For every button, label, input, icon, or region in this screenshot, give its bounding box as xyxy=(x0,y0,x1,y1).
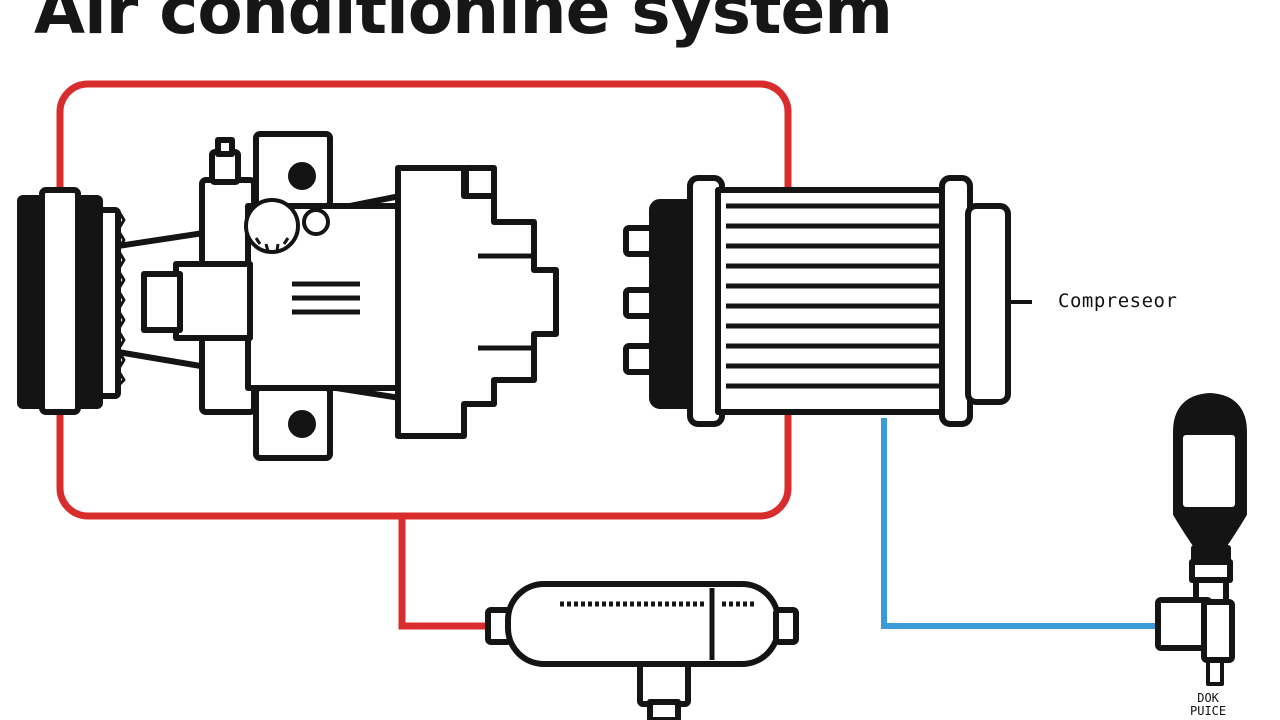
compressor-label: Compreseor xyxy=(1058,290,1178,312)
valve-label: DOK PUICE xyxy=(1190,692,1226,718)
expansion-valve xyxy=(1155,393,1247,686)
receiver-drier xyxy=(485,581,799,720)
pulley xyxy=(17,195,45,409)
valve-label-line2: PUICE xyxy=(1190,704,1227,718)
cold-refrigerant-line xyxy=(881,418,1208,629)
diagram-title: Air conditionine system xyxy=(34,0,893,49)
condenser-fins xyxy=(726,203,940,389)
condenser xyxy=(623,175,1032,427)
compressor xyxy=(17,131,559,461)
valve-label-line1: DOK xyxy=(1197,691,1219,705)
